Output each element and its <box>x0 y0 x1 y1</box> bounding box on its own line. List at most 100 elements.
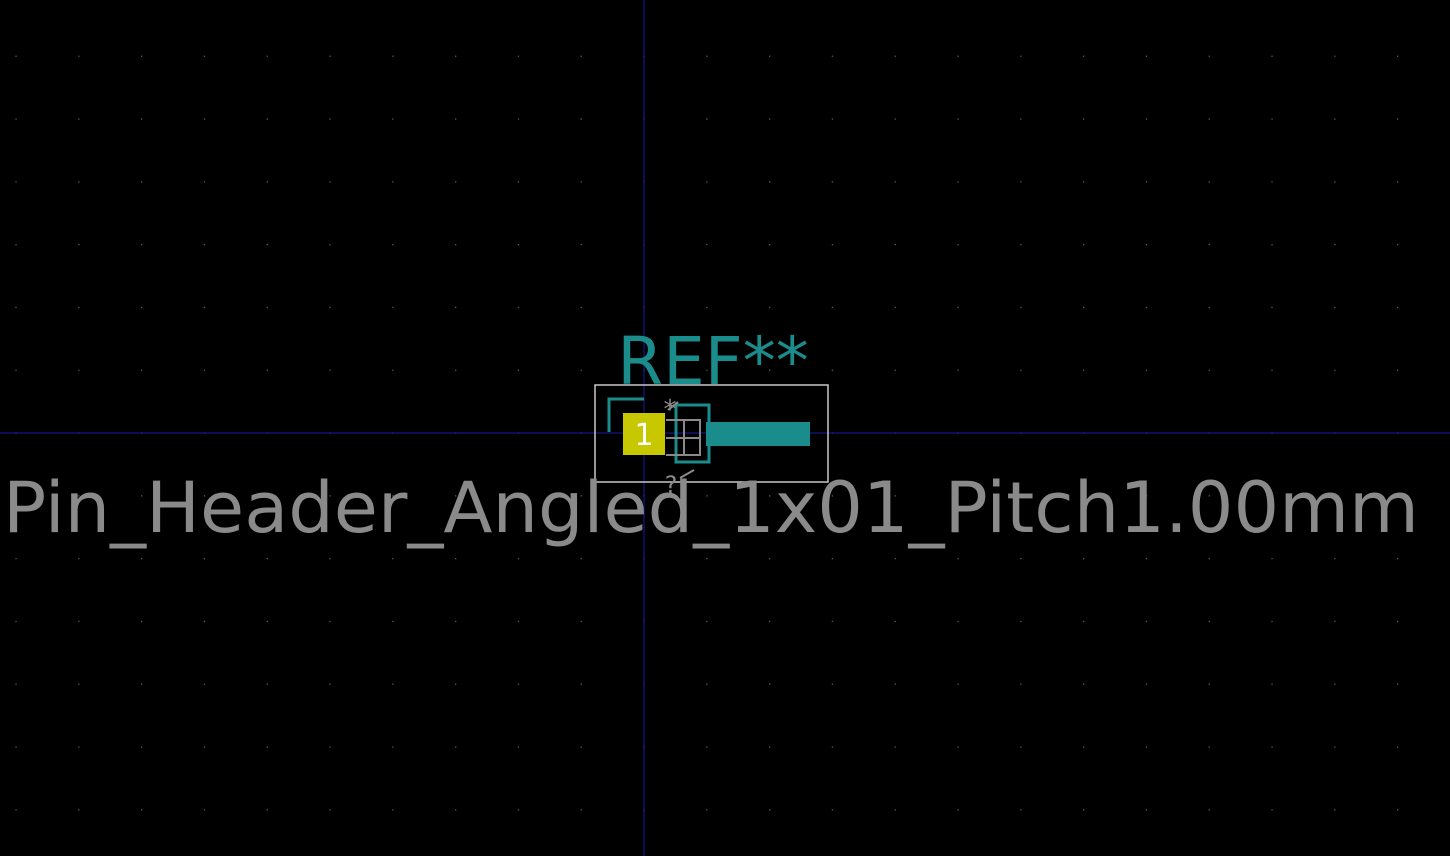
grid-dot <box>1020 746 1022 748</box>
grid-dot <box>1083 809 1085 811</box>
grid-dot <box>831 55 834 57</box>
grid-dot <box>141 244 143 246</box>
grid-dot <box>831 495 834 497</box>
grid-dot <box>769 244 771 246</box>
grid-dot <box>706 746 708 748</box>
grid-dot <box>831 369 834 371</box>
grid-dot <box>266 683 268 685</box>
grid-dot <box>266 746 268 748</box>
grid-dot <box>1145 55 1148 57</box>
grid-dot <box>203 181 206 183</box>
grid-dot <box>392 306 394 309</box>
grid-dot <box>1145 809 1148 811</box>
grid-dot <box>1145 369 1148 371</box>
grid-dot <box>1271 181 1273 183</box>
grid-dot <box>1208 55 1210 57</box>
grid-dot <box>266 809 268 811</box>
grid-dot <box>1334 55 1336 57</box>
grid-dot <box>329 558 331 560</box>
grid-dot <box>580 369 582 371</box>
grid-dot <box>455 683 457 685</box>
grid-dot <box>203 306 206 309</box>
grid-dot <box>203 244 206 246</box>
grid-dot <box>1334 558 1336 560</box>
grid-dot <box>455 809 457 811</box>
grid-dot <box>203 55 206 57</box>
courtyard-outline[interactable] <box>594 384 829 483</box>
grid-dot <box>203 118 206 120</box>
grid-dot <box>1020 55 1022 57</box>
silkscreen-pin-outline <box>666 401 701 479</box>
grid-dot <box>1334 683 1336 685</box>
grid-dot <box>203 369 206 371</box>
grid-dot <box>15 620 17 623</box>
grid-dot <box>455 746 457 748</box>
grid-dot <box>1145 118 1148 120</box>
grid-dot <box>78 369 80 371</box>
grid-dot <box>15 746 17 748</box>
grid-dot <box>392 746 394 748</box>
grid-dot <box>1083 118 1085 120</box>
grid-dot <box>392 55 394 57</box>
fab-corner-marker <box>607 397 644 432</box>
grid-dot <box>1271 620 1273 623</box>
grid-dot <box>1020 244 1022 246</box>
grid-dot <box>1083 244 1085 246</box>
grid-dot <box>203 809 206 811</box>
grid-dot <box>831 620 834 623</box>
grid-dot <box>141 181 143 183</box>
grid-dot <box>957 809 959 811</box>
grid-dot <box>1334 118 1336 120</box>
grid-dot <box>78 620 80 623</box>
grid-dot <box>392 118 394 120</box>
grid-dot <box>266 495 268 497</box>
grid-dot <box>580 620 582 623</box>
footprint-value-label[interactable]: Pin_Header_Angled_1x01_Pitch1.00mm <box>3 467 1419 549</box>
grid-dot <box>455 620 457 623</box>
grid-dot <box>1397 181 1399 183</box>
grid-dot <box>329 369 331 371</box>
grid-dot <box>580 809 582 811</box>
grid-dot <box>203 746 206 748</box>
grid-dot <box>1208 558 1210 560</box>
grid-dot <box>78 746 80 748</box>
pad-1[interactable] <box>623 413 665 455</box>
grid-dot <box>894 746 896 748</box>
grid-dot <box>769 620 771 623</box>
grid-dot <box>1083 55 1085 57</box>
grid-dot <box>203 683 206 685</box>
grid-dot <box>1271 244 1273 246</box>
grid-dot <box>78 244 80 246</box>
grid-dot <box>141 118 143 120</box>
grid-dot <box>706 306 708 309</box>
grid-dot <box>141 55 143 57</box>
grid-dot <box>957 369 959 371</box>
grid-dot <box>1020 495 1022 497</box>
grid-dot <box>266 620 268 623</box>
grid-dot <box>1145 746 1148 748</box>
grid-dot <box>1208 181 1210 183</box>
grid-dot <box>769 181 771 183</box>
reference-designator[interactable]: REF** <box>617 323 809 400</box>
grid-dot <box>1208 118 1210 120</box>
grid-dot <box>1020 181 1022 183</box>
grid-dot <box>580 244 582 246</box>
grid-dot <box>1271 495 1273 497</box>
grid-dot <box>517 746 520 748</box>
grid-dot <box>1334 244 1336 246</box>
grid-dot <box>1208 306 1210 309</box>
footprint-pin-header[interactable]: 1 * ? REF** Pin_Header_Angled_1x01_Pitch… <box>3 323 1419 549</box>
grid-dot <box>894 620 896 623</box>
grid-dot <box>1271 306 1273 309</box>
grid-dot <box>1020 369 1022 371</box>
grid-dot <box>1083 746 1085 748</box>
grid-dot <box>78 306 80 309</box>
grid-dot <box>1397 809 1399 811</box>
grid-dot <box>78 55 80 57</box>
grid-dot <box>1145 181 1148 183</box>
grid-dot <box>392 558 394 560</box>
grid-dot <box>517 620 520 623</box>
grid-dot <box>78 495 80 497</box>
